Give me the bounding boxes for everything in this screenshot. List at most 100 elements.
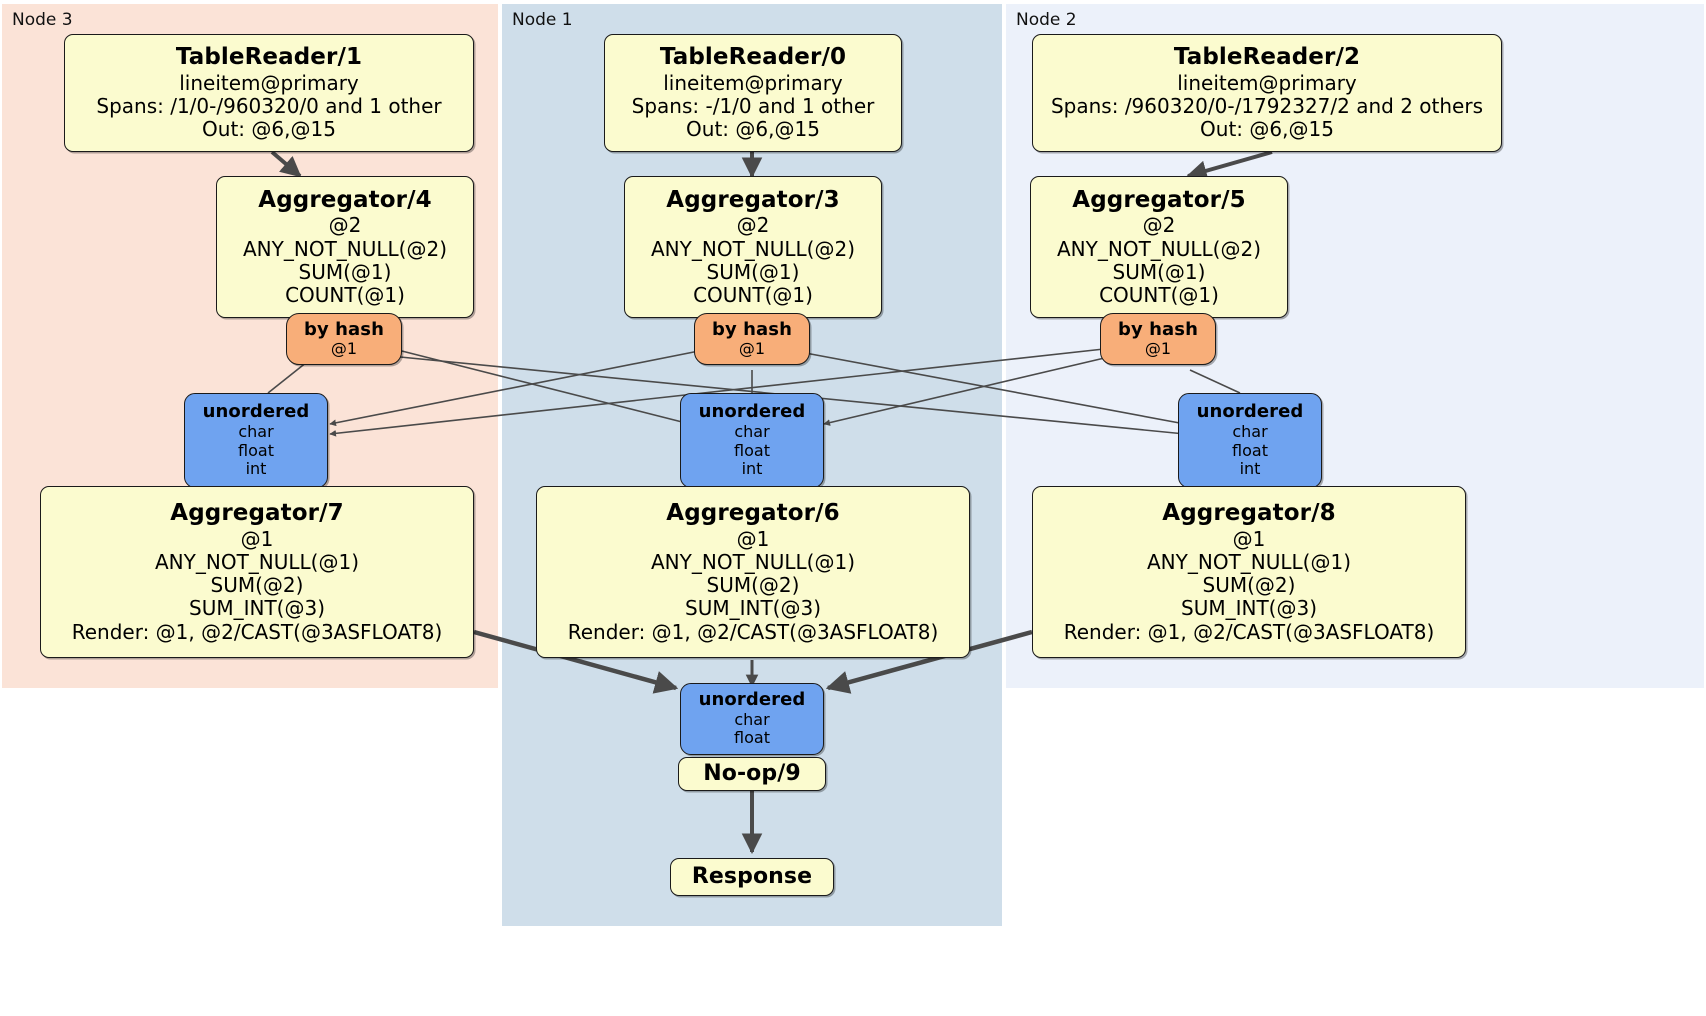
processor-response[interactable]: Response <box>670 858 834 896</box>
processor-detail: lineitem@primary <box>179 71 359 96</box>
processor-detail: SUM_INT(@3) <box>189 596 325 621</box>
processor-aggregator-5[interactable]: Aggregator/5 @2 ANY_NOT_NULL(@2) SUM(@1)… <box>1030 176 1288 318</box>
synchronizer-type: float <box>734 728 770 748</box>
router-title: by hash <box>1117 318 1199 340</box>
edge-tr2-agg5 <box>1186 150 1273 181</box>
processor-detail: ANY_NOT_NULL(@2) <box>243 236 447 261</box>
edge-hashL-syncM <box>389 347 691 426</box>
synchronizer-type: int <box>741 459 763 479</box>
router-detail: @1 <box>1144 338 1172 358</box>
processor-aggregator-8[interactable]: Aggregator/8 @1 ANY_NOT_NULL(@1) SUM(@2)… <box>1032 486 1466 658</box>
processor-aggregator-4[interactable]: Aggregator/4 @2 ANY_NOT_NULL(@2) SUM(@1)… <box>216 176 474 318</box>
processor-detail: lineitem@primary <box>1177 71 1357 96</box>
synchronizer-type: int <box>1239 459 1261 479</box>
edge-agg7-syncfinal <box>473 629 679 694</box>
processor-detail: SUM_INT(@3) <box>685 596 821 621</box>
processor-title: Aggregator/8 <box>1162 500 1336 527</box>
processor-detail: Spans: /1/0-/960320/0 and 1 other <box>96 94 442 119</box>
processor-detail: SUM(@2) <box>210 573 304 598</box>
router-title: by hash <box>711 318 793 340</box>
processor-title: Response <box>691 863 813 889</box>
processor-title: Aggregator/7 <box>170 500 344 527</box>
processor-detail: COUNT(@1) <box>693 283 813 308</box>
processor-detail: Render: @1, @2/CAST(@3ASFLOAT8) <box>71 619 443 644</box>
processor-title: Aggregator/3 <box>666 186 840 213</box>
router-detail: @1 <box>330 338 358 358</box>
processor-title: TableReader/2 <box>1173 44 1361 71</box>
synchronizer-type: char <box>734 709 770 729</box>
processor-detail: @2 <box>1142 213 1176 238</box>
processor-detail: SUM(@1) <box>706 259 800 284</box>
edge-agg8-syncfinal <box>825 629 1033 694</box>
synchronizer-type: float <box>238 440 274 460</box>
cluster-node3-label: Node 3 <box>12 10 73 30</box>
processor-aggregator-6[interactable]: Aggregator/6 @1 ANY_NOT_NULL(@1) SUM(@2)… <box>536 486 970 658</box>
processor-tablereader-1[interactable]: TableReader/1 lineitem@primary Spans: /1… <box>64 34 474 152</box>
processor-detail: SUM_INT(@3) <box>1181 596 1317 621</box>
processor-detail: ANY_NOT_NULL(@1) <box>155 550 359 575</box>
router-by-hash-middle[interactable]: by hash @1 <box>694 313 810 365</box>
synchronizer-title: unordered <box>698 401 806 423</box>
processor-title: TableReader/0 <box>659 44 847 71</box>
processor-detail: @1 <box>1232 526 1266 551</box>
processor-aggregator-7[interactable]: Aggregator/7 @1 ANY_NOT_NULL(@1) SUM(@2)… <box>40 486 474 658</box>
synchronizer-type: float <box>734 440 770 460</box>
synchronizer-unordered-left[interactable]: unordered char float int <box>184 393 328 488</box>
processor-title: No-op/9 <box>703 760 801 786</box>
processor-detail: @1 <box>736 526 770 551</box>
edge-hashR-syncL <box>329 347 1114 437</box>
processor-detail: ANY_NOT_NULL(@1) <box>1147 550 1351 575</box>
synchronizer-type: char <box>1232 422 1268 442</box>
processor-noop-9[interactable]: No-op/9 <box>678 757 826 791</box>
processor-detail: ANY_NOT_NULL(@2) <box>1057 236 1261 261</box>
processor-aggregator-3[interactable]: Aggregator/3 @2 ANY_NOT_NULL(@2) SUM(@1)… <box>624 176 882 318</box>
processor-detail: ANY_NOT_NULL(@1) <box>651 550 855 575</box>
processor-title: Aggregator/5 <box>1072 186 1246 213</box>
processor-detail: @2 <box>736 213 770 238</box>
edge-hashR-syncR <box>1189 369 1241 394</box>
processor-detail: COUNT(@1) <box>1099 283 1219 308</box>
cluster-node1-label: Node 1 <box>512 10 573 30</box>
processor-detail: Spans: -/1/0 and 1 other <box>631 94 875 119</box>
router-by-hash-right[interactable]: by hash @1 <box>1100 313 1216 365</box>
synchronizer-type: float <box>1232 440 1268 460</box>
router-by-hash-left[interactable]: by hash @1 <box>286 313 402 365</box>
processor-detail: Out: @6,@15 <box>686 117 820 142</box>
processor-detail: SUM(@2) <box>706 573 800 598</box>
processor-detail: Out: @6,@15 <box>202 117 336 142</box>
processor-detail: SUM(@1) <box>1112 259 1206 284</box>
processor-detail: Spans: /960320/0-/1792327/2 and 2 others <box>1050 94 1483 119</box>
edge-hashR-syncM <box>823 355 1114 426</box>
synchronizer-title: unordered <box>1196 401 1304 423</box>
processor-detail: SUM(@1) <box>298 259 392 284</box>
router-detail: @1 <box>738 338 766 358</box>
processor-detail: Render: @1, @2/CAST(@3ASFLOAT8) <box>1063 619 1435 644</box>
cluster-node2-label: Node 2 <box>1016 10 1077 30</box>
synchronizer-title: unordered <box>202 401 310 423</box>
processor-title: Aggregator/6 <box>666 500 840 527</box>
processor-title: TableReader/1 <box>175 44 363 71</box>
router-title: by hash <box>303 318 385 340</box>
processor-detail: Render: @1, @2/CAST(@3ASFLOAT8) <box>567 619 939 644</box>
processor-detail: Out: @6,@15 <box>1200 117 1334 142</box>
processor-tablereader-0[interactable]: TableReader/0 lineitem@primary Spans: -/… <box>604 34 902 152</box>
processor-detail: SUM(@2) <box>1202 573 1296 598</box>
processor-detail: @2 <box>328 213 362 238</box>
synchronizer-title: unordered <box>698 689 806 711</box>
edge-hashM-syncL <box>329 347 715 427</box>
processor-tablereader-2[interactable]: TableReader/2 lineitem@primary Spans: /9… <box>1032 34 1502 152</box>
processor-detail: ANY_NOT_NULL(@2) <box>651 236 855 261</box>
synchronizer-unordered-middle[interactable]: unordered char float int <box>680 393 824 488</box>
synchronizer-type: int <box>245 459 267 479</box>
synchronizer-type: char <box>734 422 770 442</box>
synchronizer-unordered-final[interactable]: unordered char float <box>680 683 824 755</box>
edge-tr1-agg4 <box>270 150 302 178</box>
synchronizer-type: char <box>238 422 274 442</box>
processor-detail: lineitem@primary <box>663 71 843 96</box>
processor-detail: COUNT(@1) <box>285 283 405 308</box>
processor-detail: @1 <box>240 526 274 551</box>
synchronizer-unordered-right[interactable]: unordered char float int <box>1178 393 1322 488</box>
processor-title: Aggregator/4 <box>258 186 432 213</box>
